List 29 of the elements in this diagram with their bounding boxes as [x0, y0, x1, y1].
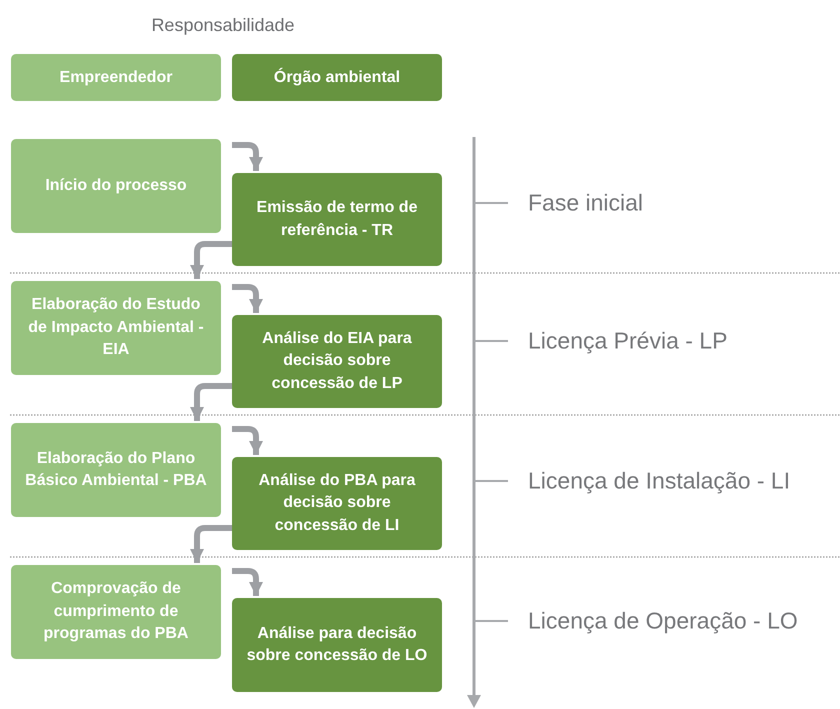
arrow [232, 568, 263, 596]
arrow [232, 426, 263, 455]
arrow [190, 241, 232, 279]
arrow [232, 284, 263, 313]
process-text: Elaboração do Plano Básico Ambiental - PBA [24, 448, 208, 491]
process-text: Emissão de termo de referência - TR [256, 198, 418, 240]
process-text: Comprovação de cumprimento de programas do PBA [42, 579, 190, 644]
arrow [190, 383, 232, 421]
process-box [232, 598, 442, 692]
phase-label: Fase inicial [528, 190, 644, 216]
heading: Responsabilidade [150, 15, 296, 36]
legend-text: Empreendedor [60, 68, 172, 86]
process-text: Início do processo [45, 176, 187, 196]
legend-text: Órgão ambiental [274, 68, 400, 86]
process-text: Análise para decisão sobre concessão de LO [246, 624, 428, 666]
process-box [11, 565, 221, 659]
process-text: Análise do EIA para decisão sobre concessão de LP [261, 328, 413, 394]
process-box [232, 457, 442, 550]
arrow [190, 525, 232, 563]
phase-label: Licença Prévia - LP [528, 328, 728, 354]
process-box [232, 173, 442, 266]
process-box [11, 423, 221, 517]
process-box [11, 281, 221, 375]
phase-label: Licença de Instalação - LI [528, 468, 790, 494]
process-text: Análise do PBA para decisão sobre concessão de LI [258, 470, 416, 536]
process-text: Elaboração do Estudo de Impacto Ambiental - EIA [27, 295, 205, 360]
process-box [232, 315, 442, 408]
process-box [11, 139, 221, 233]
phase-label: Licença de Operação - LO [528, 608, 798, 634]
